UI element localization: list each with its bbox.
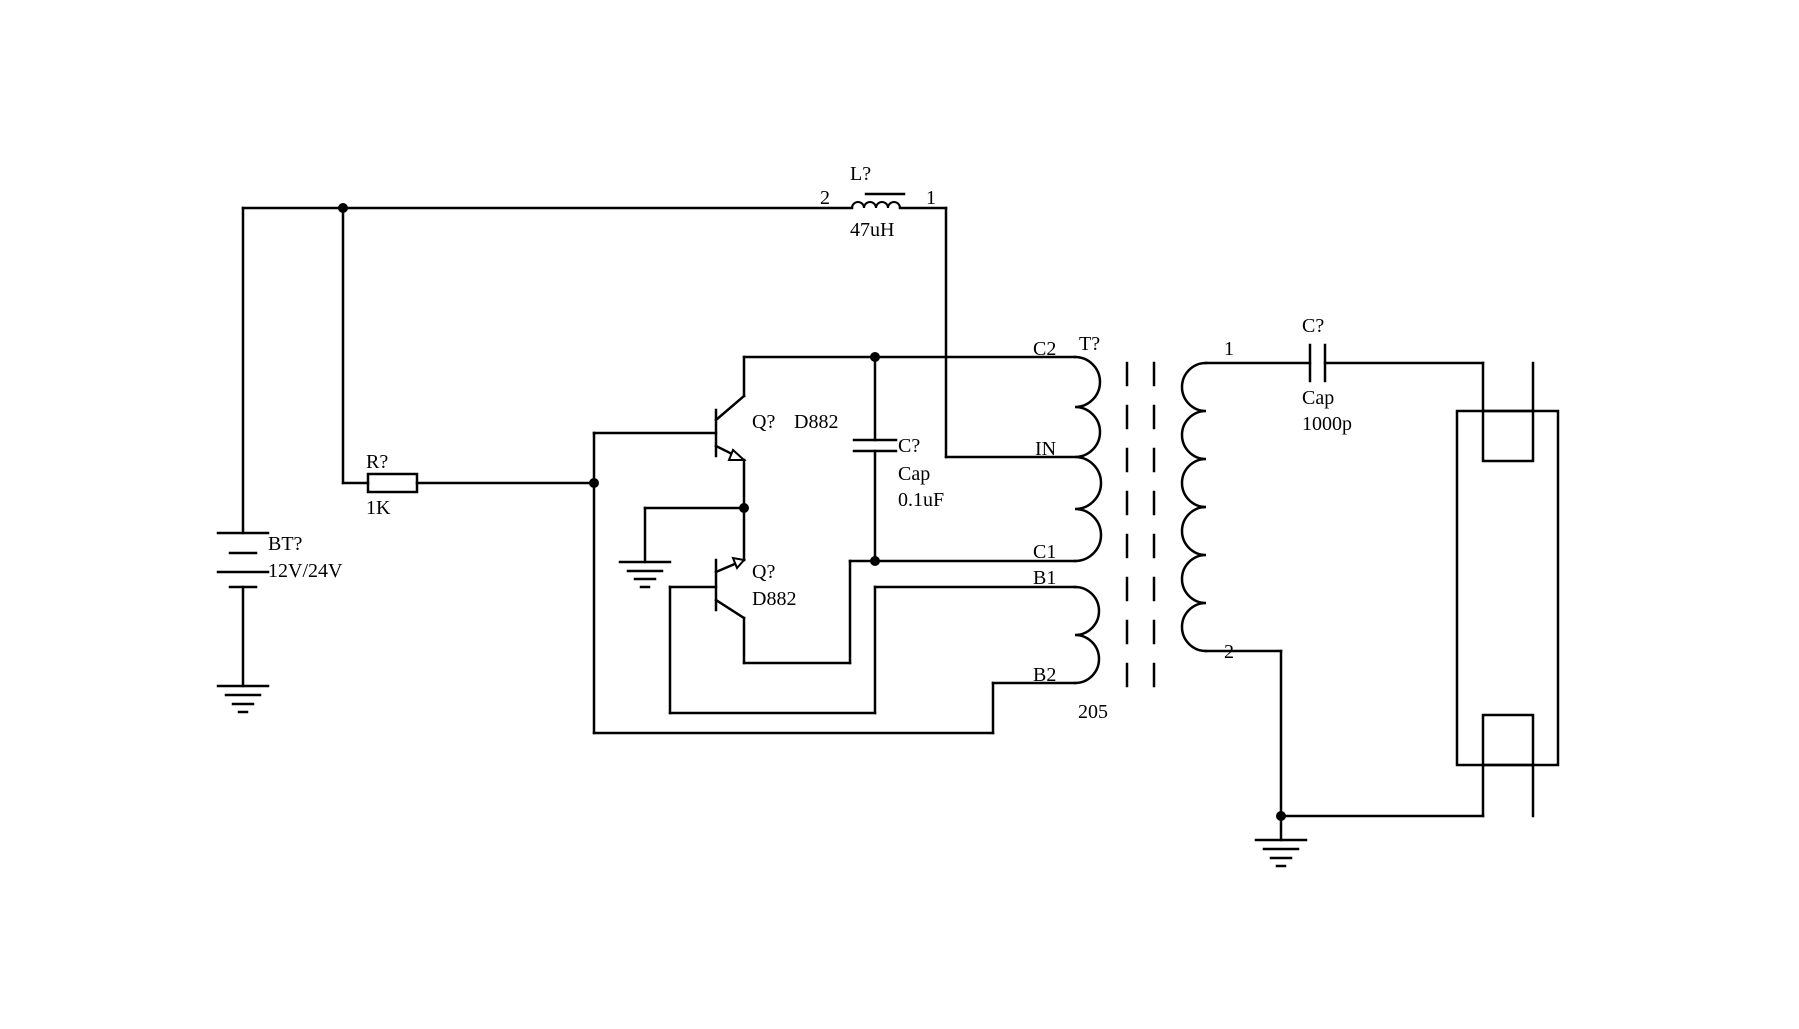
resistor-symbol [366,472,419,494]
transistor-top-ref-label: Q? [752,411,775,433]
transformer-secondary-pin-1-label: 1 [1224,338,1234,360]
fluorescent-lamp-symbol [1455,361,1560,818]
output-capacitor-ref-label: C? [1302,315,1324,337]
inductor-value-label: 47uH [850,219,894,241]
transformer-pin-b2-label: B2 [1033,664,1056,686]
transformer-secondary-winding [1180,361,1208,653]
battery-ref-label: BT? [268,533,303,555]
c2-collector-wire [742,352,1077,362]
transformer-ref-label: T? [1079,333,1100,355]
transformer-core [1125,361,1156,688]
inductor-pin-1-label: 1 [926,187,936,209]
inductor-symbol [851,192,906,209]
battery-symbol [216,206,270,688]
transistor-bottom-value-label: D882 [752,588,796,610]
ground-symbol-battery [216,684,270,714]
output-capacitor-value-label: 1000p [1302,413,1352,435]
inductor-ref-label: L? [850,163,871,185]
tank-capacitor-ref-label: C? [898,435,920,457]
transformer-pin-c1-label: C1 [1033,541,1056,563]
transistor-bottom-symbol [714,556,746,665]
transistor-top-value-label: D882 [794,411,838,433]
top-rail-wire [241,203,1077,459]
output-capacitor-symbol [1308,343,1327,383]
tank-capacitor-value-label: 0.1uF [898,489,944,511]
ground-symbol-emitter [618,560,672,589]
base-drive-wire [589,431,1077,735]
battery-value-label: 12V/24V [268,560,343,582]
transistor-bottom-ref-label: Q? [752,561,775,583]
transformer-pin-in-label: IN [1035,438,1056,460]
resistor-value-label: 1K [366,497,391,519]
emitter-ground-wire [643,503,749,564]
transformer-pin-b1-label: B1 [1033,567,1056,589]
output-capacitor-type-label: Cap [1302,387,1334,409]
secondary-output-wire [1204,361,1485,821]
inductor-pin-2-label: 2 [820,187,830,209]
resistor-ref-label: R? [366,451,388,473]
transformer-pin-c2-label: C2 [1033,338,1056,360]
resistor-wire [341,206,596,485]
transformer-primary-winding [1073,355,1103,563]
transistor-top-symbol [714,355,747,510]
tank-capacitor-type-label: Cap [898,463,930,485]
tank-capacitor-symbol [852,355,898,563]
transformer-feedback-winding [1073,585,1101,685]
transformer-model-label: 205 [1078,701,1108,723]
ground-symbol-output [1254,814,1308,868]
b1-drive-wire [668,585,1077,715]
